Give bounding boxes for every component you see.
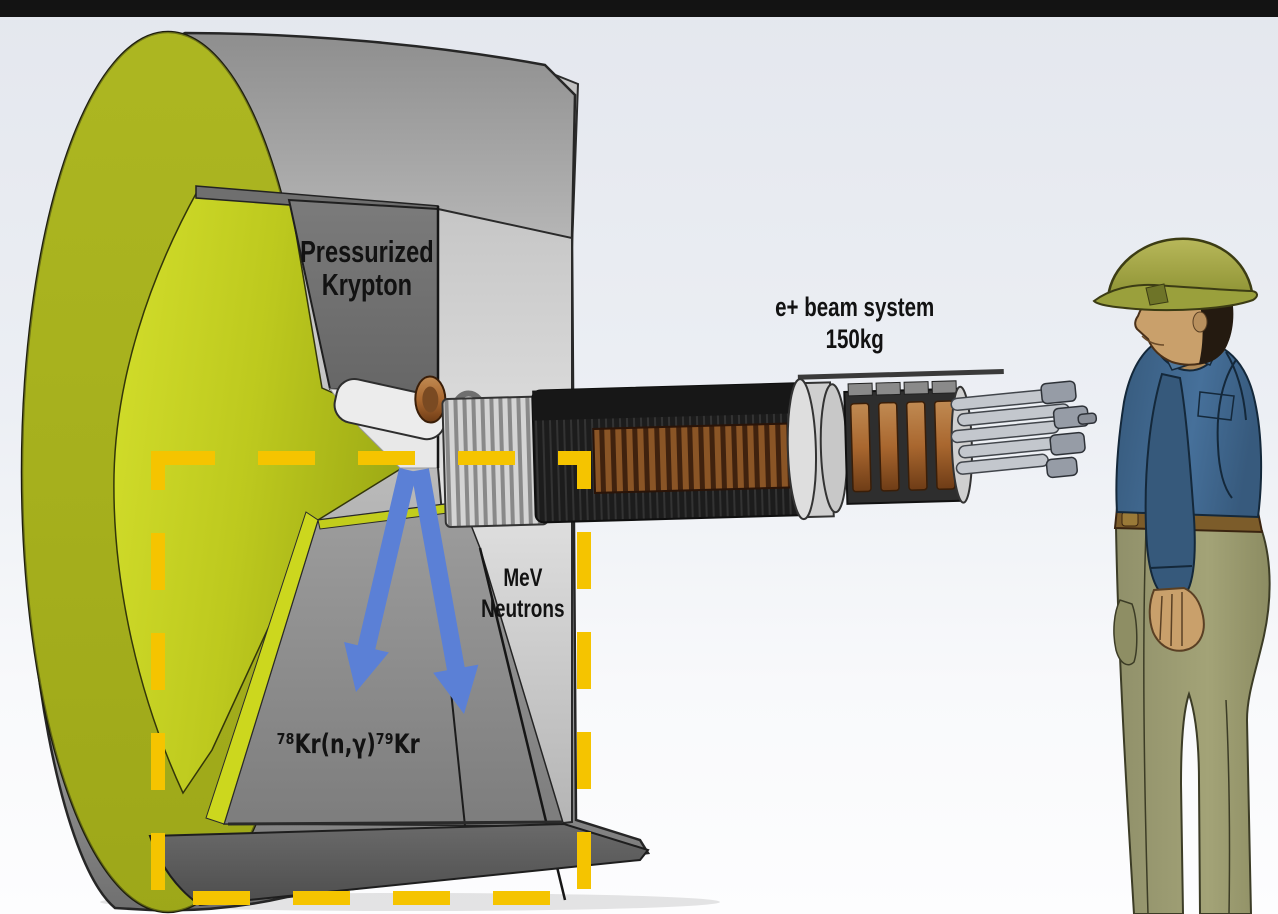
sleeve-cuff (1149, 565, 1193, 569)
hard-hat-brim (1092, 283, 1258, 312)
pants-pouch (1113, 599, 1138, 666)
pants-seam-front (1143, 529, 1149, 914)
moderator-cone (113, 189, 434, 795)
hard-hat-clip (1145, 283, 1169, 306)
label-pressurized-krypton: Pressurized Krypton (262, 234, 472, 302)
label-pressurized-line2: Krypton (321, 266, 413, 302)
rod-bundle (950, 380, 1098, 479)
copper-winding-band (592, 422, 804, 494)
worker-mouth (1141, 335, 1165, 346)
label-beam-line1: e+ beam system (775, 292, 935, 322)
neutron-arrow-right (411, 468, 479, 714)
worker-hair (1198, 294, 1234, 364)
label-mev-line1: MeV (503, 564, 543, 592)
worker-hand (1148, 586, 1205, 652)
belt-buckle (1121, 511, 1139, 527)
label-beam-line2: 150kg (825, 323, 885, 354)
highlight-box (151, 451, 591, 905)
worker-pants (1114, 524, 1271, 914)
shirt-pocket (1197, 391, 1235, 421)
label-mev-neutrons: MeV Neutrons (443, 563, 603, 626)
worker-ear (1192, 311, 1208, 333)
flange-disc-1 (786, 378, 818, 521)
label-beam-system: e+ beam system 150kg (750, 292, 960, 356)
neutron-arrow-left (344, 467, 417, 692)
label-kr-reaction: ⁷⁸Kr(n,γ)⁷⁹Kr (248, 729, 448, 760)
neutron-arrows (344, 467, 479, 714)
hand-fingers (1159, 592, 1183, 647)
worker-figure (1092, 237, 1271, 914)
label-pressurized-line1: Pressurized (300, 234, 434, 269)
copper-bobbin-cage (843, 380, 973, 505)
label-kr-reaction-text: ⁷⁸Kr(n,γ)⁷⁹Kr (276, 729, 420, 760)
top-bar (0, 0, 1278, 17)
shirt-shoulder-seam (1225, 351, 1247, 421)
pants-seam-back (1225, 699, 1231, 914)
shirt-armhole-seam (1216, 359, 1237, 499)
entry-coil-core (422, 386, 439, 413)
top-bolt-rail (797, 368, 1004, 380)
cone-edge-sliver-diagonal (205, 511, 319, 825)
coil-housing-top-band (532, 383, 805, 421)
label-mev-line2: Neutrons (481, 595, 565, 624)
base-lip (227, 820, 563, 826)
